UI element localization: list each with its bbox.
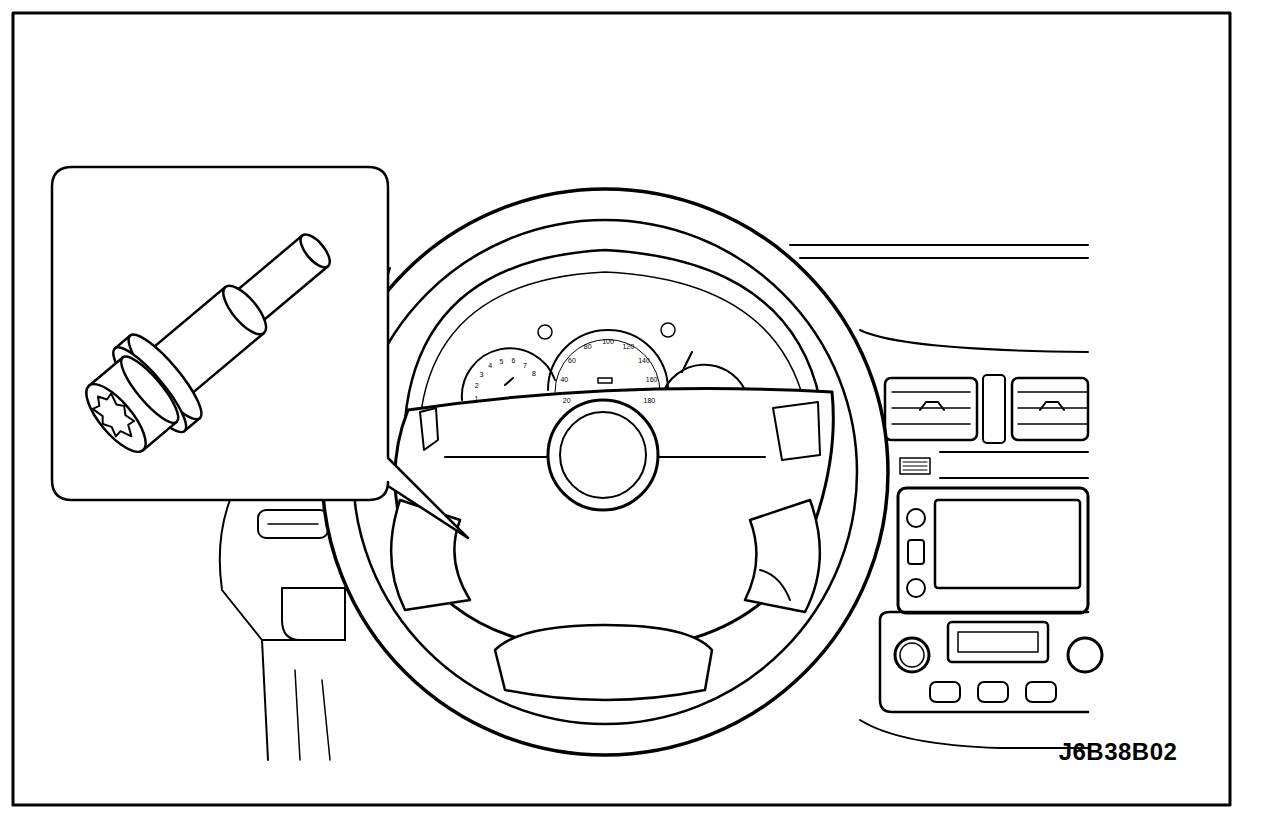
gauge-number: 160 xyxy=(646,376,658,383)
gauge-number: 5 xyxy=(499,357,503,364)
gauge-number: 7 xyxy=(523,361,527,368)
gauge-number: 2 xyxy=(475,382,479,389)
gauge-number: 3 xyxy=(480,371,484,378)
gauge-number: 6 xyxy=(512,357,516,364)
gauge-number: 4 xyxy=(488,362,492,369)
gauge-number: 100 xyxy=(602,338,614,345)
gauge-number: 60 xyxy=(568,356,576,363)
gauge-number: 120 xyxy=(622,342,634,349)
gauge-number: 80 xyxy=(584,342,592,349)
gauge-number: 1 xyxy=(475,394,479,401)
gauge-number: 8 xyxy=(532,370,536,377)
figure-code: J6B38B02 xyxy=(1059,740,1178,764)
gauge-number: 180 xyxy=(644,397,656,404)
gauge-number: 20 xyxy=(563,397,571,404)
gauge-number: 140 xyxy=(638,356,650,363)
gauge-number: 40 xyxy=(560,376,568,383)
